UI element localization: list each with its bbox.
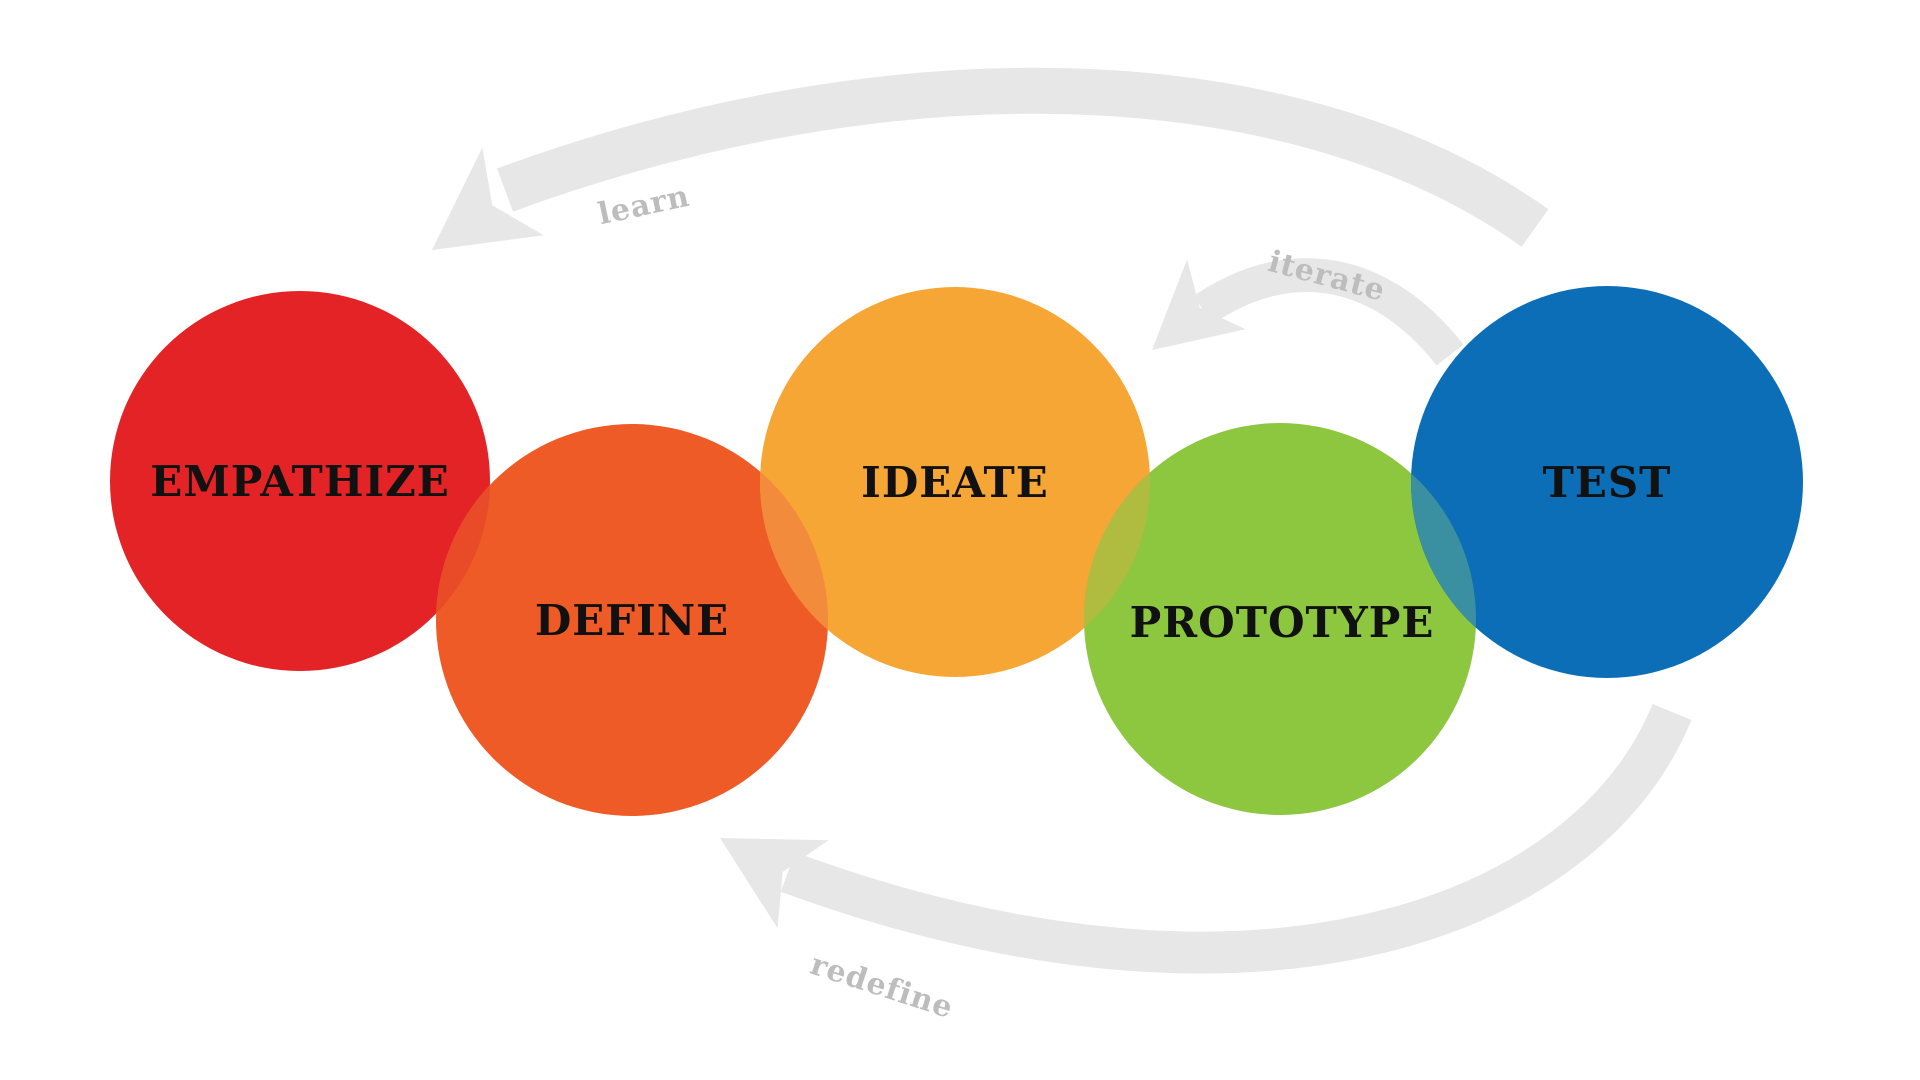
stage-label-ideate: IDEATE (861, 458, 1049, 507)
stage-circle-test (1411, 286, 1803, 678)
stage-circle-empathize (110, 291, 490, 671)
loop-label-learn: learn (595, 179, 693, 232)
stage-circle-prototype (1084, 423, 1476, 815)
stage-label-empathize: EMPATHIZE (150, 457, 450, 506)
stage-circles (110, 286, 1803, 816)
redefine-arrowhead-icon (720, 838, 829, 929)
stage-labels: EMPATHIZE DEFINE IDEATE PROTOTYPE TEST (150, 457, 1672, 647)
stage-label-test: TEST (1543, 458, 1672, 507)
iterate-arrowhead-icon (1152, 259, 1246, 350)
stage-label-prototype: PROTOTYPE (1130, 598, 1435, 647)
loop-label-iterate: iterate (1265, 244, 1390, 309)
redefine-arrow-arc (780, 703, 1692, 974)
loop-label-redefine: redefine (806, 947, 958, 1026)
stage-circle-ideate (760, 287, 1150, 677)
loop-arrows (432, 67, 1692, 974)
learn-arrow-arc (497, 67, 1549, 247)
stage-label-define: DEFINE (535, 596, 729, 645)
stage-circle-define (436, 424, 828, 816)
learn-arrowhead-icon (432, 147, 544, 250)
iterate-arrow-arc (1193, 258, 1464, 366)
